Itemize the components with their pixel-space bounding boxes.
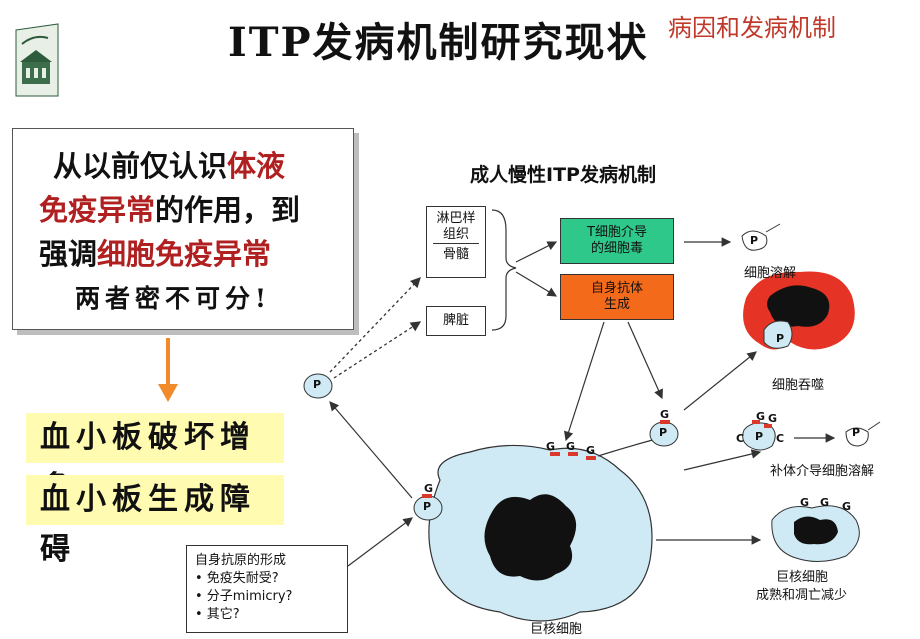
lymphoid-tissue-box: 淋巴样 组织 骨髓 — [426, 206, 486, 278]
page-title: ITP发病机制研究现状 — [228, 19, 649, 66]
t-cell-label-2: 的细胞毒 — [590, 241, 643, 256]
autoantigen-box: 自身抗原的形成 • 免疫失耐受? • 分子mimicry? • 其它? — [186, 545, 348, 633]
antibody-letter: G — [842, 500, 852, 513]
complement-lysis-label: 补体介导细胞溶解 — [770, 464, 875, 479]
small-megakaryocyte — [771, 505, 860, 562]
claim-text: 从以前仅认识 — [53, 149, 228, 183]
antibody-letter: G — [660, 408, 670, 421]
bone-marrow-label: 骨髓 — [442, 247, 469, 262]
t-cell-label-1: T细胞介导 — [587, 225, 647, 240]
arrow — [683, 449, 762, 471]
antibody — [550, 452, 560, 456]
platelet-ab — [649, 420, 679, 447]
claim-highlight: 免疫异常 — [39, 193, 156, 227]
antibody-letter: G — [566, 440, 576, 453]
claim-highlight: 体液 — [227, 149, 286, 183]
antigen-item: • 其它? — [195, 607, 240, 622]
outcome-production: 血小板生成障碍 — [26, 475, 284, 567]
section-label: 病因和发病机制 — [668, 14, 836, 42]
claim-box: 从以前仅认识体液 免疫异常的作用，到 强调细胞免疫异常 两者密不可分! — [12, 128, 354, 330]
arrow — [329, 401, 413, 499]
antibody-letter: G — [800, 496, 810, 509]
arrow — [564, 321, 605, 442]
platelet-letter: P — [750, 234, 759, 247]
diagram-title: 成人慢性ITP发病机制 — [470, 164, 656, 186]
complement-letter: C — [736, 432, 745, 445]
arrow — [347, 517, 413, 567]
complement-platelet — [742, 420, 776, 451]
arrow — [627, 321, 663, 400]
antibody-letter: G — [782, 308, 792, 321]
claim-line-2: 免疫异常的作用，到 — [39, 187, 379, 229]
antibody-letter: G — [546, 440, 556, 453]
antigen-title: 自身抗原的形成 — [195, 553, 287, 568]
lysed-platelet — [741, 223, 781, 251]
arrow — [515, 241, 558, 263]
antibody-letter: G — [768, 412, 778, 425]
autoantibody-box: 自身抗体 生成 — [560, 274, 674, 320]
lysed-platelet-2 — [845, 421, 881, 447]
platelet-letter: P — [423, 500, 432, 513]
autoantibody-label-1: 自身抗体 — [590, 281, 643, 296]
platelet — [303, 373, 333, 399]
lymph-label-1: 淋巴样 — [436, 211, 476, 226]
spleen-box: 脾脏 — [426, 306, 486, 336]
t-cell-box: T细胞介导 的细胞毒 — [560, 218, 674, 264]
platelet-letter: P — [776, 332, 785, 345]
mk-outcome-label-2: 成熟和凋亡减少 — [756, 588, 848, 603]
antibody — [586, 456, 596, 460]
antibody-letter: G — [820, 496, 830, 509]
phagocytosis-label: 细胞吞噬 — [772, 378, 825, 393]
antibody-letter: G — [424, 482, 434, 495]
arrow — [683, 351, 757, 411]
claim-highlight: 细胞免疫异常 — [97, 237, 272, 271]
platelet-letter: P — [755, 430, 764, 443]
antigen-item: • 免疫失耐受? — [195, 571, 279, 586]
platelet-letter: P — [659, 426, 668, 439]
lymph-label-2: 组织 — [433, 227, 479, 244]
claim-line-1: 从以前仅认识体液 — [53, 143, 393, 185]
platelet-mk — [413, 494, 443, 521]
down-arrow-icon — [158, 338, 178, 402]
university-logo — [15, 23, 59, 97]
claim-line-3: 强调细胞免疫异常 — [39, 231, 379, 273]
arrow — [515, 271, 558, 297]
bracket — [491, 209, 517, 331]
mk-outcome-label-1: 巨核细胞 — [776, 570, 829, 585]
antibody — [568, 452, 578, 456]
platelet-letter: P — [313, 378, 322, 391]
platelet-letter: P — [852, 426, 861, 439]
cell-lysis-label: 细胞溶解 — [744, 266, 797, 281]
complement-letter: C — [776, 432, 785, 445]
antibody-letter: G — [756, 410, 766, 423]
megakaryocyte-label: 巨核细胞 — [530, 622, 583, 637]
antigen-item: • 分子mimicry? — [195, 589, 293, 604]
claim-text: 强调 — [39, 237, 98, 271]
antibody-letter: G — [586, 444, 596, 457]
dotted-arrow — [329, 277, 421, 373]
claim-text: 的作用，到 — [155, 193, 301, 227]
macrophage — [743, 271, 855, 350]
autoantibody-label-2: 生成 — [603, 297, 630, 312]
dotted-arrow — [333, 321, 422, 379]
claim-line-4: 两者密不可分! — [75, 284, 271, 313]
megakaryocyte-nucleus — [484, 494, 577, 581]
